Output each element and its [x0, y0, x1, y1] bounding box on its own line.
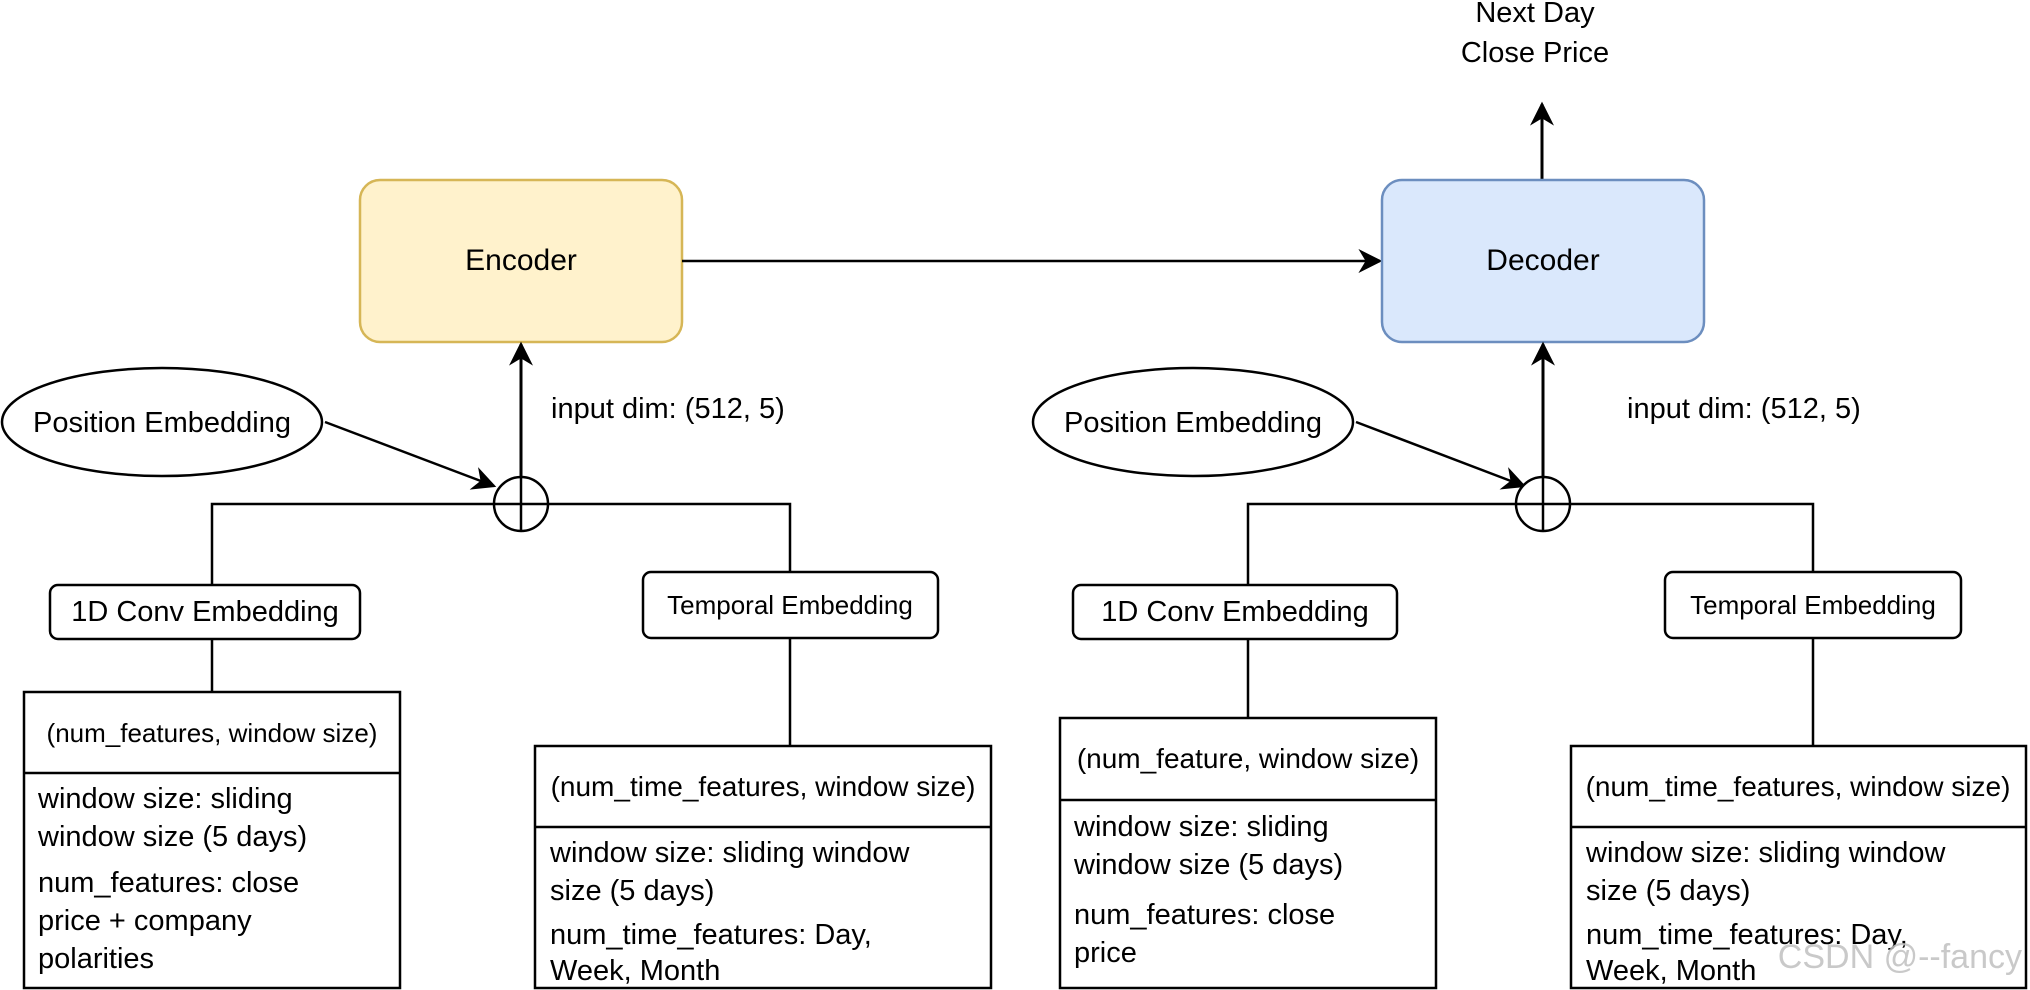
encoder-conv-table-row2-line3: polarities: [38, 943, 154, 975]
encoder-conv-embedding-label: 1D Conv Embedding: [71, 596, 339, 628]
decoder-conv-table-row2-line2: price: [1074, 937, 1137, 969]
decoder-temporal-table-row1-line1: window size: sliding window: [1585, 837, 1946, 869]
encoder-box: [360, 180, 682, 342]
encoder-input-dim: input dim: (512, 5): [551, 393, 785, 425]
decoder-position-embedding-label: Position Embedding: [1064, 407, 1322, 439]
encoder-conv-table-row1-line2: window size (5 days): [37, 821, 307, 853]
watermark: CSDN @--fancy: [1778, 938, 2022, 976]
encoder-temporal-table-row1-line2: size (5 days): [550, 875, 714, 907]
decoder-input-dim: input dim: (512, 5): [1627, 393, 1861, 425]
encoder-conv-table: (num_features, window size) window size:…: [22, 690, 402, 990]
encoder-conv-table-row1-line1: window size: sliding: [37, 783, 293, 815]
output-label-line1: Next Day: [1475, 0, 1595, 29]
encoder-conv-table-row2-line1: num_features: close: [38, 867, 299, 899]
decoder-conv-table: (num_feature, window size) window size: …: [1058, 716, 1438, 990]
encoder-conv-table-header: (num_features, window size): [47, 718, 378, 748]
encoder-conv-embedding-box: [48, 583, 362, 641]
encoder-conv-table-row2-line2: price + company: [38, 905, 252, 937]
encoder-temporal-table-row2-line2: Week, Month: [550, 955, 720, 987]
output-label-line2: Close Price: [1461, 37, 1609, 69]
decoder-temporal-connector: [1570, 502, 1815, 572]
decoder-position-arrow: [1355, 420, 1527, 490]
decoder-position-embedding-ellipse: [1031, 366, 1355, 478]
decoder-conv-table-header: (num_feature, window size): [1077, 743, 1419, 774]
decoder-temporal-embedding-label: Temporal Embedding: [1690, 590, 1936, 620]
encoder-temporal-table-header: (num_time_features, window size): [551, 771, 976, 802]
decoder-conv-connector: [1246, 502, 1516, 585]
decoder-add-operator: [1514, 475, 1572, 533]
encoder-position-embedding-label: Position Embedding: [33, 407, 291, 439]
decoder-conv-embedding-box: [1071, 583, 1399, 641]
encoder-add-operator: [492, 475, 550, 533]
encoder-temporal-table-row2-line1: num_time_features: Day,: [550, 919, 872, 951]
encoder-temporal-table: (num_time_features, window size) window …: [533, 744, 993, 990]
encoder-temporal-table-row1-line1: window size: sliding window: [549, 837, 910, 869]
encoder-position-embedding-ellipse: [0, 366, 324, 478]
encoder-label: Encoder: [465, 244, 577, 277]
decoder-conv-embedding-label: 1D Conv Embedding: [1101, 596, 1369, 628]
decoder-box: [1382, 180, 1704, 342]
decoder-temporal-table-row2-line2: Week, Month: [1586, 955, 1756, 987]
encoder-temporal-connector: [548, 502, 792, 572]
decoder-conv-table-row1-line2: window size (5 days): [1073, 849, 1343, 881]
decoder-temporal-table: (num_time_features, window size) window …: [1569, 744, 2028, 990]
encoder-temporal-embedding-label: Temporal Embedding: [667, 590, 913, 620]
decoder-conv-table-row1-line1: window size: sliding: [1073, 811, 1329, 843]
decoder-label: Decoder: [1486, 244, 1599, 277]
encoder-position-arrow: [324, 420, 497, 490]
decoder-temporal-table-row2-line1: num_time_features: Day,: [1586, 919, 1908, 951]
decoder-temporal-table-header: (num_time_features, window size): [1586, 771, 2011, 802]
encoder-conv-connector: [210, 502, 494, 585]
decoder-temporal-table-row1-line2: size (5 days): [1586, 875, 1750, 907]
decoder-conv-table-row2-line1: num_features: close: [1074, 899, 1335, 931]
